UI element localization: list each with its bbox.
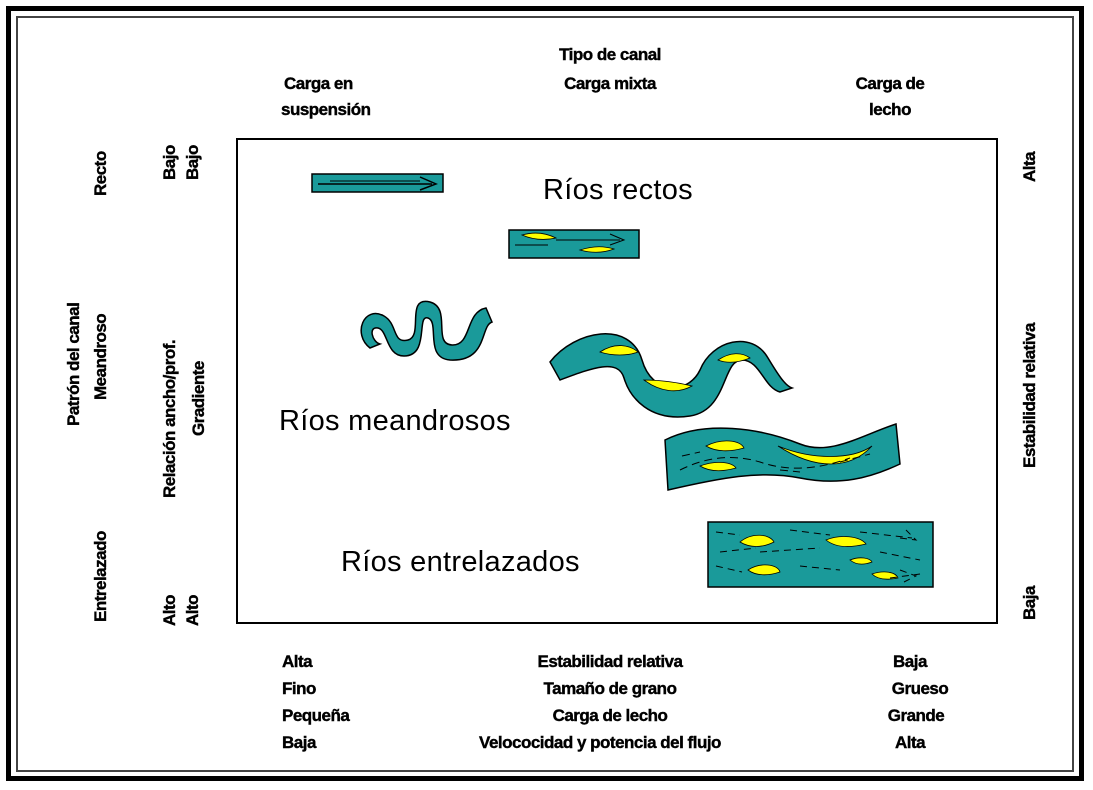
braided-channel-icon — [707, 521, 934, 588]
bottom-row4-right: Alta — [894, 733, 926, 752]
top-left-line2: suspensión — [281, 100, 371, 119]
bottom-row2-left: Fino — [282, 679, 317, 698]
bottom-row2-center: Tamaño de grano — [543, 679, 677, 698]
label-rios-meandrosos: Ríos meandrosos — [279, 405, 511, 437]
bottom-row4-left: Baja — [282, 733, 317, 752]
label-rios-rectos: Ríos rectos — [543, 174, 693, 206]
top-right-line1: Carga de — [855, 74, 925, 93]
sinuous-channel-icon — [664, 422, 901, 491]
straight-channel-icon — [311, 173, 444, 193]
bottom-row1-right: Baja — [893, 652, 928, 671]
bottom-row3-right: Grande — [887, 706, 945, 725]
inner-frame — [16, 16, 1074, 772]
bottom-row4-center: Velococidad y potencia del flujo — [479, 733, 722, 752]
diagram-box — [236, 138, 998, 624]
top-left-line1: Carga en — [284, 74, 354, 93]
top-title: Tipo de canal — [559, 45, 662, 64]
small-meander-icon — [360, 300, 494, 361]
outer-frame — [6, 6, 1084, 781]
label-rios-entrelazados: Ríos entrelazados — [341, 546, 580, 578]
bottom-row3-center: Carga de lecho — [552, 706, 668, 725]
straight-channel-bars-icon — [508, 229, 640, 259]
top-right-line2: lecho — [869, 100, 912, 119]
large-meander-icon — [549, 333, 795, 418]
bottom-row1-left: Alta — [282, 652, 313, 671]
bottom-row1-center: Estabilidad relativa — [537, 652, 683, 671]
bottom-row2-right: Grueso — [891, 679, 949, 698]
bottom-row3-left: Pequeña — [282, 706, 350, 725]
top-center: Carga mixta — [564, 74, 657, 93]
